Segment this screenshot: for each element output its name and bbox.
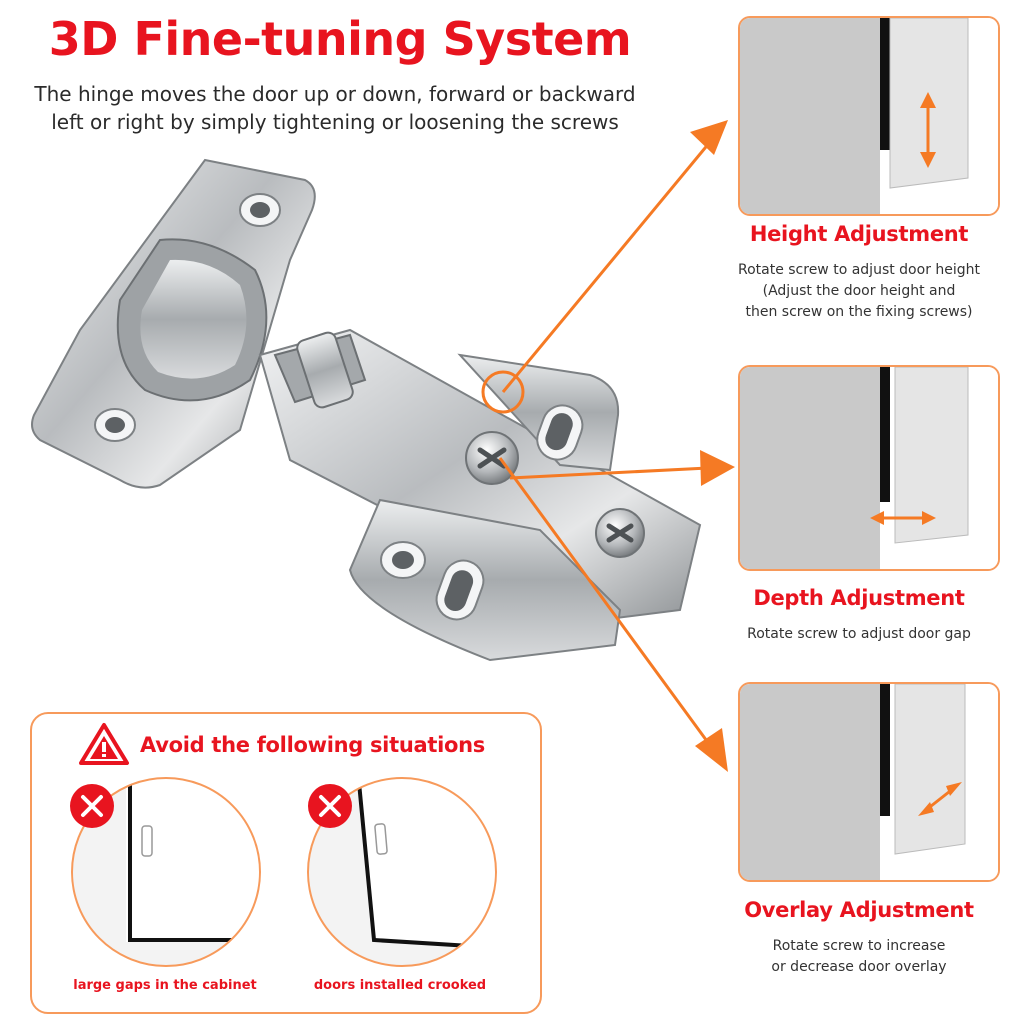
warning-title: Avoid the following situations <box>140 733 485 757</box>
overlay-adjustment-panel <box>738 682 1000 882</box>
height-door-diagram <box>740 18 998 214</box>
double-arrow-horizontal-icon <box>870 511 936 525</box>
warning-triangle-icon <box>79 723 129 765</box>
overlay-door-diagram <box>740 684 998 880</box>
situation-label-crooked-doors: doors installed crooked <box>313 978 487 993</box>
hinge-illustration <box>31 158 702 662</box>
page-subtitle: The hinge moves the door up or down, for… <box>10 80 660 136</box>
height-screw-highlight <box>481 370 525 414</box>
subtitle-line-2: left or right by simply tightening or lo… <box>51 110 619 134</box>
arrow-to-depth <box>509 450 735 486</box>
arrow-to-overlay <box>498 457 728 772</box>
depth-adjustment-panel <box>738 365 1000 571</box>
overlay-adjustment-title: Overlay Adjustment <box>744 898 974 922</box>
depth-adjustment-description: Rotate screw to adjust door gap <box>747 626 971 642</box>
hinge-cup-plate <box>31 158 316 489</box>
overlay-screw <box>595 508 645 558</box>
x-mark-icon <box>70 784 114 828</box>
height-adjustment-title: Height Adjustment <box>749 222 969 246</box>
depth-door-diagram <box>740 367 998 569</box>
double-arrow-diagonal-icon <box>918 782 962 816</box>
height-adjustment-description: Rotate screw to adjust door height (Adju… <box>737 262 981 320</box>
page-title: 3D Fine-tuning System <box>48 12 632 66</box>
arrow-to-height <box>501 120 728 393</box>
double-arrow-vertical-icon <box>920 92 936 168</box>
hinge-mounting-plate <box>348 353 622 662</box>
depth-adjustment-title: Depth Adjustment <box>753 586 965 610</box>
depth-screw <box>465 431 519 485</box>
x-mark-icon <box>308 784 352 828</box>
situation-label-large-gaps: large gaps in the cabinet <box>73 978 257 993</box>
height-adjustment-panel <box>738 16 1000 216</box>
subtitle-line-1: The hinge moves the door up or down, for… <box>34 82 636 106</box>
overlay-adjustment-description: Rotate screw to increase or decrease doo… <box>771 938 947 975</box>
